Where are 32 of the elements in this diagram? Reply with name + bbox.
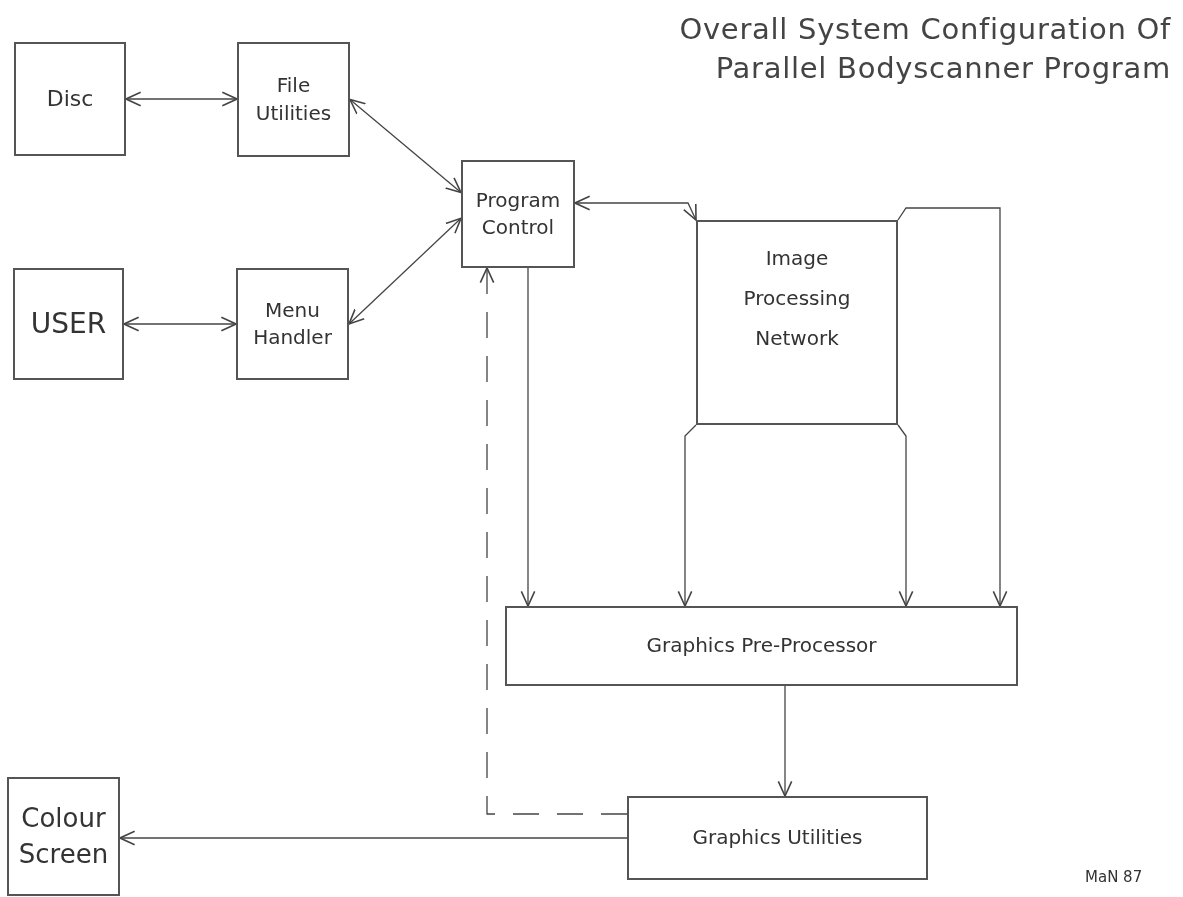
process-box	[7, 777, 120, 896]
arrow	[125, 91, 238, 107]
arrow	[574, 195, 697, 221]
arrow	[348, 217, 462, 325]
arrow	[479, 267, 628, 815]
process-box	[696, 220, 898, 425]
process-box	[461, 160, 575, 268]
arrow	[349, 98, 462, 194]
box-label: Image Processing Network	[743, 245, 851, 352]
arrow	[520, 267, 536, 607]
arrow	[897, 207, 1008, 607]
diagram-title: Overall System Configuration Of Parallel Bodyscanner Program	[678, 11, 1171, 88]
box-label: Graphics Utilities	[692, 824, 863, 852]
arrow	[777, 685, 793, 797]
box-label: Program Control	[474, 186, 562, 241]
box-label: Graphics Pre-Processor	[646, 632, 877, 660]
process-box	[627, 796, 928, 880]
arrow	[897, 424, 914, 607]
arrow	[119, 830, 628, 846]
process-box	[13, 268, 124, 380]
box-label: Disc	[46, 84, 94, 113]
process-box	[236, 268, 349, 380]
arrow	[123, 316, 237, 332]
author-note: MaN 87	[1085, 867, 1143, 888]
box-label: Menu Handler	[252, 296, 333, 351]
box-label: USER	[30, 305, 107, 342]
box-label: File Utilities	[254, 72, 333, 127]
process-box	[505, 606, 1018, 686]
box-label: Colour Screen	[17, 801, 110, 871]
process-box	[14, 42, 126, 156]
process-box	[237, 42, 350, 157]
arrow	[677, 424, 697, 607]
